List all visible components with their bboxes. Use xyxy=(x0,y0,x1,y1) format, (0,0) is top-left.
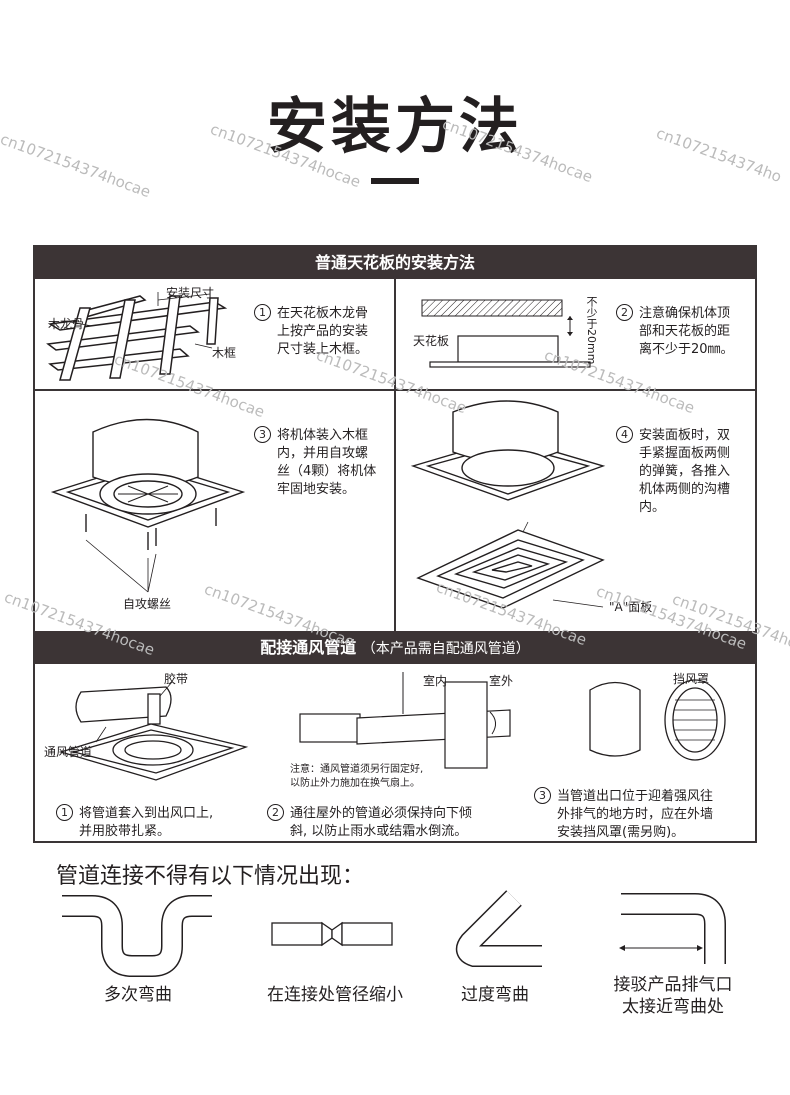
grid-divider-vertical xyxy=(394,279,396,631)
excessive-bend-illustration xyxy=(455,890,542,967)
panel-label: "A"面板 xyxy=(609,600,653,614)
step-number: 2 xyxy=(616,304,633,321)
section-heading-note: （本产品需自配通风管道） xyxy=(361,641,530,657)
wind-hood-illustration xyxy=(589,679,726,761)
tape-label: 胶带 xyxy=(164,672,189,686)
keel-frame-illustration xyxy=(46,288,228,381)
conditions-title: 管道连接不得有以下情况出现： xyxy=(56,864,365,889)
section-heading: 普通天花板的安装方法 xyxy=(314,253,475,272)
title-underline xyxy=(371,178,419,184)
indoor-label: 室内 xyxy=(423,674,448,688)
section-heading: 配接通风管道 xyxy=(260,638,357,657)
condition-caption: 接驳产品排气口 xyxy=(613,975,733,995)
step-number: 4 xyxy=(616,426,633,443)
fan-body-panel-illustration xyxy=(410,400,606,609)
duct-slope-illustration xyxy=(299,672,511,769)
duct-note: 注意：通风管道须另行固定好, 以防止外力施加在换气扇上。 xyxy=(290,764,424,789)
step-number: 1 xyxy=(254,304,271,321)
section-header-ceiling: 普通天花板的安装方法 xyxy=(35,246,755,279)
step-number: 2 xyxy=(267,804,284,821)
page-title: 安装方法 xyxy=(267,92,523,162)
step-number: 1 xyxy=(56,804,73,821)
step-number: 3 xyxy=(534,787,551,804)
condition-caption: 太接近弯曲处 xyxy=(622,997,724,1017)
step-number: 3 xyxy=(254,426,271,443)
section-header-duct: 配接通风管道 （本产品需自配通风管道） xyxy=(35,631,755,664)
fan-body-screws-illustration xyxy=(50,418,246,593)
hood-label: 挡风罩 xyxy=(673,672,710,686)
distance-label: 不少于20mm xyxy=(585,296,598,365)
install-size-label: 安装尺寸 xyxy=(166,286,215,300)
duct-tape-illustration xyxy=(58,681,249,781)
duct-label: 通风管道 xyxy=(44,745,93,759)
ceiling-label: 天花板 xyxy=(413,334,450,348)
grid-divider-horizontal xyxy=(35,389,755,391)
ceiling-distance-illustration xyxy=(421,299,591,368)
outdoor-label: 室外 xyxy=(489,674,514,688)
keel-label: 木龙骨 xyxy=(48,317,85,331)
condition-caption: 多次弯曲 xyxy=(104,985,172,1005)
condition-caption: 在连接处管径缩小 xyxy=(267,985,403,1005)
frame-label: 木框 xyxy=(212,346,237,360)
multiple-bends-illustration xyxy=(62,895,212,977)
screw-label: 自攻螺丝 xyxy=(123,597,172,611)
condition-caption: 过度弯曲 xyxy=(461,985,529,1005)
bend-near-outlet-illustration xyxy=(619,893,726,964)
reduced-diameter-illustration xyxy=(271,921,393,947)
